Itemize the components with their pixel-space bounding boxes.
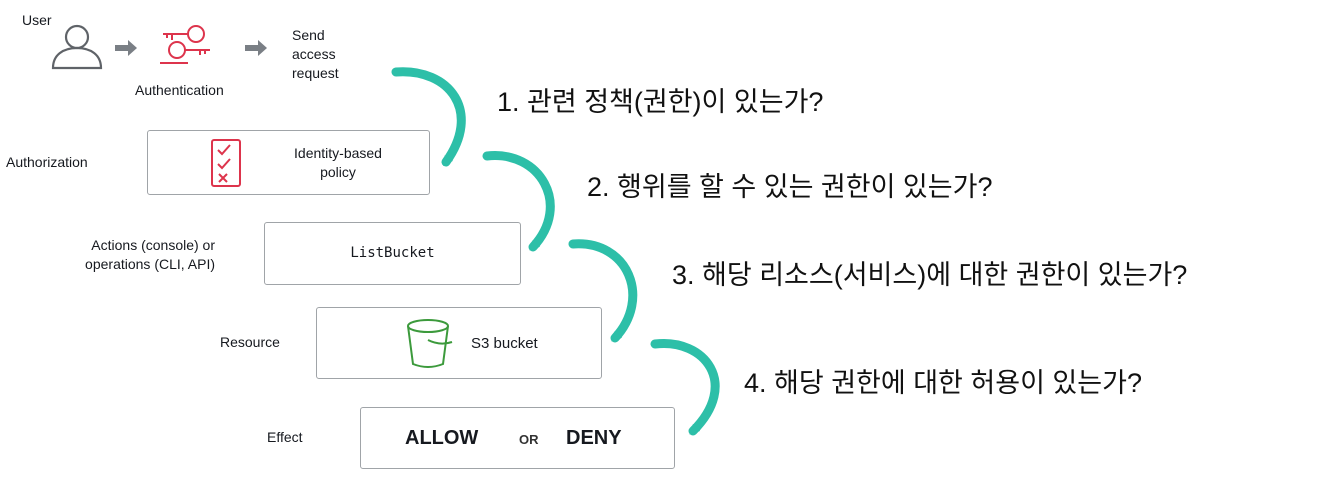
resource-text: S3 bucket bbox=[471, 335, 538, 352]
action-box: ListBucket bbox=[264, 222, 521, 285]
bucket-icon bbox=[407, 319, 453, 368]
checklist-icon bbox=[211, 139, 241, 187]
curved-arrow-icon bbox=[568, 239, 638, 343]
right-arrow-icon bbox=[245, 40, 267, 56]
curved-arrow-icon bbox=[482, 151, 555, 252]
resource-box: S3 bucket bbox=[316, 307, 602, 379]
curved-arrow-icon bbox=[391, 67, 466, 167]
keys-icon bbox=[160, 25, 210, 64]
question-4: 4. 해당 권한에 대한 허용이 있는가? bbox=[744, 368, 1142, 398]
question-2: 2. 행위를 할 수 있는 권한이 있는가? bbox=[587, 172, 993, 202]
actions-label: Actions (console) or operations (CLI, AP… bbox=[85, 237, 215, 272]
user-icon bbox=[51, 24, 103, 70]
flow-arrows bbox=[391, 67, 720, 436]
or-text: OR bbox=[519, 432, 539, 447]
resource-label: Resource bbox=[220, 334, 280, 350]
allow-text: ALLOW bbox=[405, 427, 479, 449]
policy-box: Identity-based policy bbox=[147, 130, 430, 195]
question-1: 1. 관련 정책(권한)이 있는가? bbox=[497, 87, 824, 117]
effect-label: Effect bbox=[267, 429, 303, 445]
authentication-label: Authentication bbox=[135, 82, 224, 98]
right-arrow-icon bbox=[115, 40, 137, 56]
user-label: User bbox=[22, 12, 52, 28]
policy-text: Identity-based policy bbox=[294, 145, 382, 180]
action-text: ListBucket bbox=[350, 245, 435, 261]
effect-box: ALLOW OR DENY bbox=[360, 407, 675, 469]
question-3: 3. 해당 리소스(서비스)에 대한 권한이 있는가? bbox=[672, 260, 1188, 290]
authorization-label: Authorization bbox=[6, 154, 88, 170]
deny-text: DENY bbox=[566, 427, 622, 449]
curved-arrow-icon bbox=[650, 338, 720, 436]
send-request-label: Send access request bbox=[292, 27, 339, 81]
